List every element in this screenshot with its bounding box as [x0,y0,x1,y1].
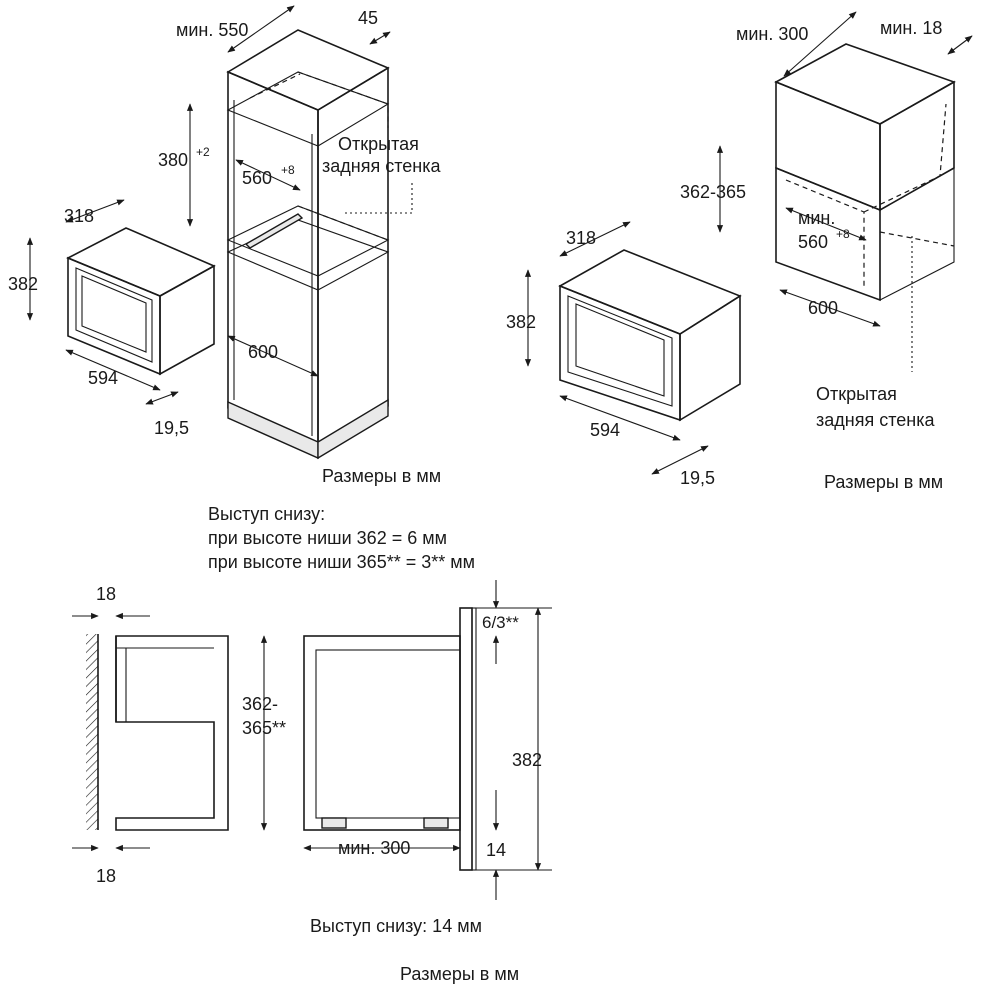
c-bottom-note: Выступ снизу: 14 мм [310,916,482,936]
b-label-560-tolerance: +8 [836,227,850,241]
a-label-560: 560 [242,168,272,188]
a-label-19-5: 19,5 [154,418,189,438]
b-label-600: 600 [808,298,838,318]
c-note-line-3: при высоте ниши 365** = 3** мм [208,552,475,572]
a-label-600: 600 [248,342,278,362]
c-label-362: 362- [242,694,278,714]
diagram-a-microwave [66,227,216,376]
c-units-label: Размеры в мм [400,964,519,984]
b-label-318: 318 [566,228,596,248]
a-label-min-550: мин. 550 [176,20,248,40]
b-label-362-365: 362-365 [680,182,746,202]
b-label-560: 560 [798,232,828,252]
c-label-14: 14 [486,840,506,860]
a-label-380: 380 [158,150,188,170]
b-label-min-300: мин. 300 [736,24,808,44]
a-label-380-tolerance: +2 [196,145,210,159]
c-label-18-top: 18 [96,584,116,604]
c-note-line-2: при высоте ниши 362 = 6 мм [208,528,447,548]
b-label-594: 594 [590,420,620,440]
a-open-back-label-2: задняя стенка [322,156,441,176]
c-label-min-300: мин. 300 [338,838,410,858]
diagram-b-microwave [558,249,742,422]
a-label-594: 594 [88,368,118,388]
b-label-min: мин. [798,208,835,228]
diagram-c-section [86,607,477,871]
b-units-label: Размеры в мм [824,472,943,492]
a-label-382: 382 [8,274,38,294]
b-label-382: 382 [506,312,536,332]
b-open-back-label-2: задняя стенка [816,410,935,430]
b-open-back-label-1: Открытая [816,384,897,404]
a-label-560-tolerance: +8 [281,163,295,177]
c-label-382: 382 [512,750,542,770]
c-note-line-1: Выступ снизу: [208,504,325,524]
c-label-18-bottom: 18 [96,866,116,886]
b-label-19-5: 19,5 [680,468,715,488]
a-open-back-label-1: Открытая [338,134,419,154]
b-label-min-18: мин. 18 [880,18,942,38]
c-label-6-3: 6/3** [482,613,519,632]
a-label-45: 45 [358,8,378,28]
c-label-365: 365** [242,718,286,738]
a-label-318: 318 [64,206,94,226]
a-units-label: Размеры в мм [322,466,441,486]
diagram-a-tall-cabinet [226,29,413,460]
